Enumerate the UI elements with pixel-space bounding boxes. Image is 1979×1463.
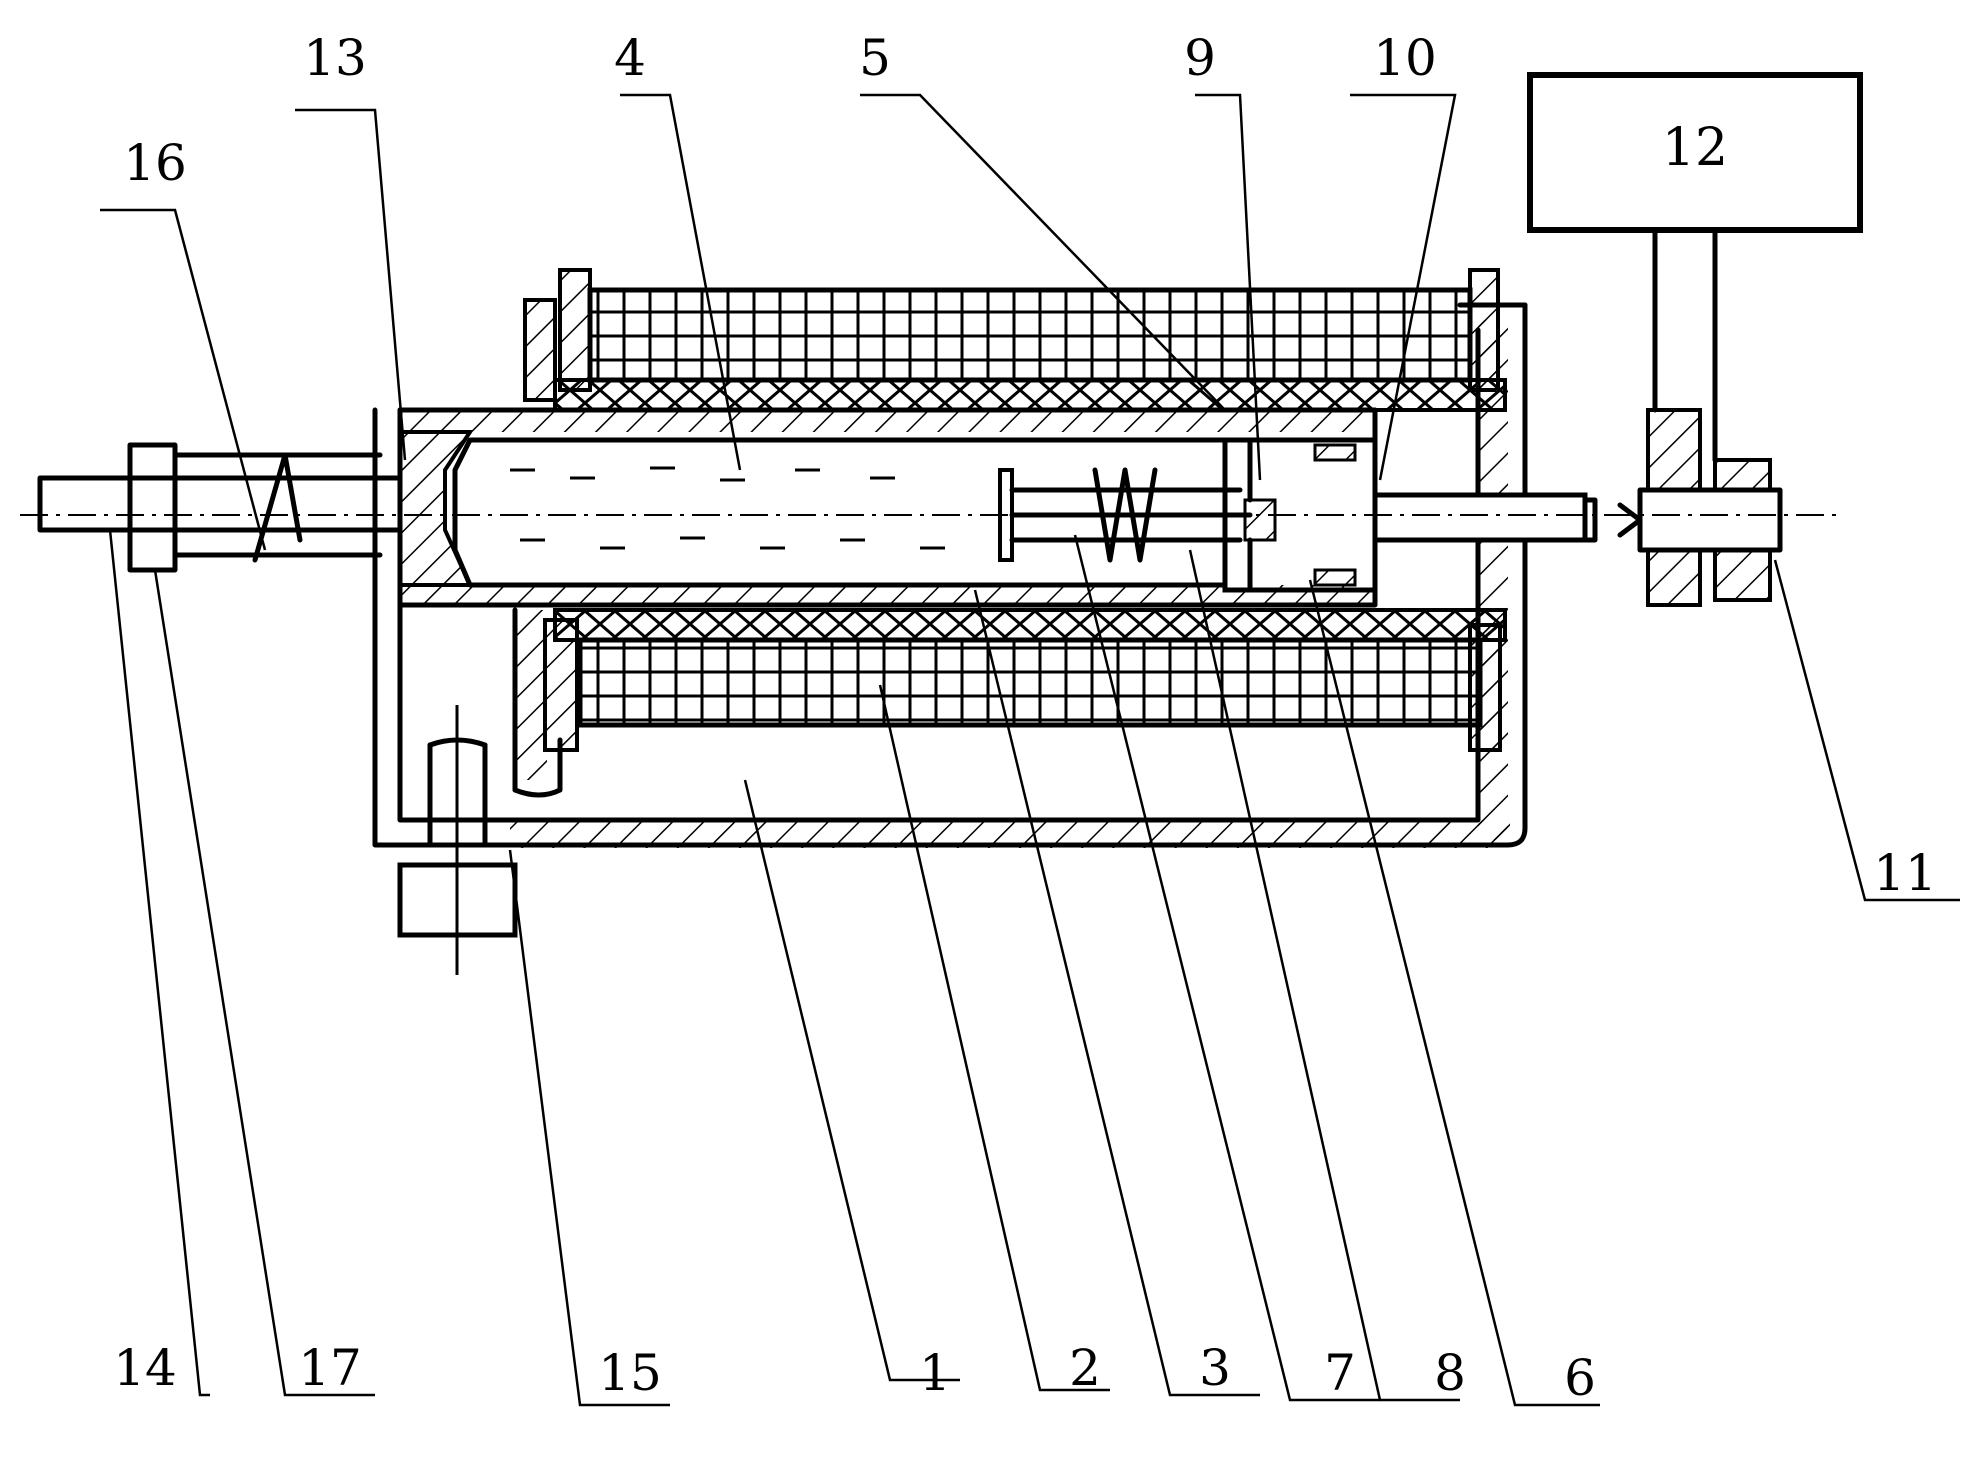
bottom-screw	[400, 705, 515, 975]
left-screw-assembly	[40, 445, 400, 570]
label-10: 10	[1373, 29, 1437, 87]
label-17: 17	[298, 1339, 362, 1397]
coil-upper	[525, 270, 1505, 410]
label-9: 9	[1184, 29, 1216, 87]
label-15: 15	[598, 1344, 662, 1402]
label-12: 12	[1662, 118, 1728, 178]
label-7: 7	[1324, 1344, 1356, 1402]
label-14: 14	[113, 1339, 177, 1397]
label-1: 1	[919, 1344, 951, 1402]
label-8: 8	[1434, 1344, 1466, 1402]
motor-box-12: 12	[1530, 75, 1860, 230]
label-4: 4	[614, 29, 646, 87]
label-16: 16	[123, 134, 187, 192]
label-11: 11	[1873, 844, 1937, 902]
label-3: 3	[1199, 1339, 1231, 1397]
label-13: 13	[303, 29, 367, 87]
right-shaft	[1585, 230, 1780, 605]
label-6: 6	[1564, 1349, 1596, 1407]
label-2: 2	[1069, 1339, 1101, 1397]
label-5: 5	[859, 29, 891, 87]
